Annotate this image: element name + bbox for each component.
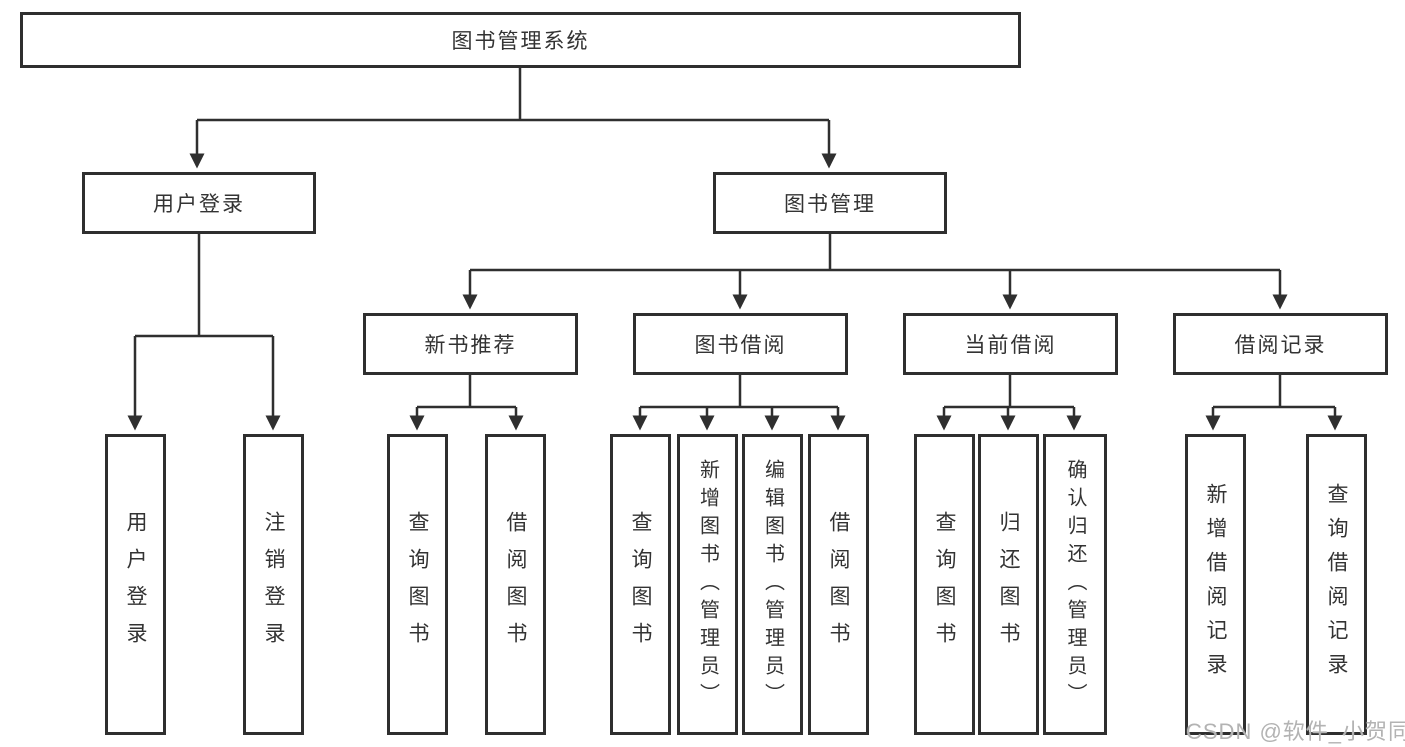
leaf-query-borrow-record: 查询借阅记录 [1306,434,1367,735]
node-book-borrow: 图书借阅 [633,313,848,375]
leaf-add-book-admin: 新增图书（管理员） [677,434,738,735]
connector-trunks [135,68,1335,409]
leaf-logout: 注销登录 [243,434,304,735]
leaf-edit-book-admin: 编辑图书（管理员） [742,434,803,735]
leaf-return-books: 归还图书 [978,434,1039,735]
csdn-watermark: CSDN @软件_小贺同学 [1186,719,1405,744]
node-borrow-records: 借阅记录 [1173,313,1388,375]
leaf-user-login: 用户登录 [105,434,166,735]
leaf-query-books-borrow: 查询图书 [610,434,671,735]
leaf-confirm-return-admin: 确认归还（管理员） [1043,434,1107,735]
leaf-borrow-books-recommend: 借阅图书 [485,434,546,735]
node-new-book-recommend: 新书推荐 [363,313,578,375]
leaf-query-books-current: 查询图书 [914,434,975,735]
node-user-login: 用户登录 [82,172,316,234]
leaf-add-borrow-record: 新增借阅记录 [1185,434,1246,735]
node-library-system: 图书管理系统 [20,12,1021,68]
leaf-borrow-books-borrow: 借阅图书 [808,434,869,735]
node-current-borrow: 当前借阅 [903,313,1118,375]
leaf-query-books-recommend: 查询图书 [387,434,448,735]
node-book-management: 图书管理 [713,172,947,234]
